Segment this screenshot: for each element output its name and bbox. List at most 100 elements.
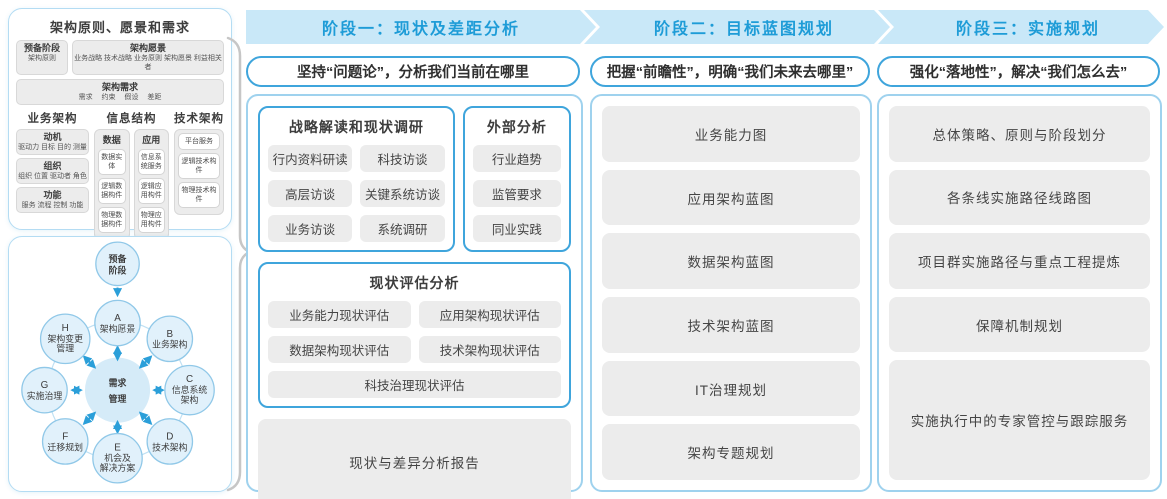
- svg-text:实施治理: 实施治理: [27, 390, 63, 401]
- research-item: 高层访谈: [268, 180, 353, 207]
- platform-service-box: 平台服务: [178, 133, 220, 150]
- svg-text:管理: 管理: [56, 343, 74, 354]
- logical-tech-box: 逻辑技术构件: [178, 153, 220, 179]
- framework-panel: 架构原则、愿景和需求 预备阶段 架构原则 架构愿景 业务战略 技术战略 业务原则…: [8, 8, 232, 281]
- physical-tech-box: 物理技术构件: [178, 182, 220, 208]
- research-item: 业务访谈: [268, 215, 353, 242]
- strategy-research-title: 战略解读和现状调研: [288, 119, 424, 135]
- svg-text:C: C: [186, 374, 193, 385]
- framework-middle-section: 业务架构 动机 驱动力 目标 目的 测量 组织 组织 位置 驱动者 角色 功能 …: [16, 109, 224, 240]
- phase3-item: 保障机制规划: [889, 296, 1150, 353]
- tech-group: 平台服务 逻辑技术构件 物理技术构件: [174, 129, 224, 215]
- adm-cycle-panel: 预备 阶段 需求 管理: [8, 236, 232, 492]
- svg-text:架构变更: 架构变更: [48, 333, 84, 344]
- technical-architecture-header: 技术架构: [174, 113, 224, 125]
- research-item: 行内资料研读: [268, 145, 353, 172]
- phase3-item: 各条线实施路径线路图: [889, 169, 1150, 226]
- adm-node-g: G 实施治理: [21, 366, 68, 414]
- svg-text:F: F: [62, 431, 68, 442]
- info-system-service-box: 信息系统服务: [137, 149, 165, 175]
- svg-text:需求: 需求: [109, 377, 127, 388]
- business-architecture-header: 业务架构: [27, 113, 78, 125]
- strategy-research-box: 战略解读和现状调研 行内资料研读 科技访谈 高层访谈 关键系统访谈 业务访谈 系…: [258, 106, 455, 252]
- svg-text:业务架构: 业务架构: [152, 339, 188, 350]
- prep-phase-title: 预备阶段: [23, 43, 60, 53]
- phase2-item: 技术架构蓝图: [602, 297, 860, 353]
- adm-center-node: 需求 管理: [84, 357, 151, 423]
- assessment-item: 数据架构现状评估: [268, 336, 411, 363]
- phase3-item: 总体策略、原则与阶段划分: [889, 106, 1150, 162]
- adm-cycle-svg: 预备 阶段 需求 管理: [21, 241, 215, 484]
- svg-text:阶段: 阶段: [109, 265, 127, 276]
- external-item: 监管要求: [472, 180, 561, 207]
- function-box: 功能 服务 流程 控制 功能: [16, 187, 89, 213]
- phase2-banner-label: 阶段二：目标蓝图规划: [653, 21, 834, 38]
- svg-text:D: D: [166, 431, 173, 442]
- research-item: 系统调研: [360, 215, 445, 242]
- organization-box: 组织 组织 位置 驱动者 角色: [16, 158, 89, 184]
- physical-app-box: 物理应用构件: [137, 207, 165, 233]
- prep-phase-box: 预备阶段 架构原则: [16, 40, 68, 75]
- assessment-item: 业务能力现状评估: [268, 301, 411, 328]
- adm-node-a: A 架构愿景: [94, 299, 141, 347]
- adm-prep-node: 预备 阶段: [95, 241, 140, 287]
- external-item: 同业实践: [472, 215, 561, 242]
- svg-text:信息系统: 信息系统: [172, 384, 208, 395]
- architecture-requirements-title: 架构需求: [101, 82, 138, 92]
- architecture-requirements-box: 架构需求 需求 约束 假设 差距: [16, 79, 224, 105]
- adm-node-f: F 迁移规划: [41, 418, 89, 465]
- adm-node-d: D 技术架构: [146, 418, 194, 465]
- assessment-box: 现状评估分析 业务能力现状评估 应用架构现状评估 数据架构现状评估 技术架构现状…: [258, 262, 571, 408]
- external-analysis-box: 外部分析 行业趋势 监管要求 同业实践: [462, 106, 571, 252]
- framework-title: 架构原则、愿景和需求: [49, 20, 190, 35]
- information-structure-column: 信息结构 数据 数据实体 逻辑数据构件 物理数据构件 应用 信息系统服务 逻辑应…: [94, 109, 169, 240]
- adm-node-e: E 机会及 解决方案: [92, 432, 143, 484]
- external-item: 行业趋势: [472, 145, 561, 172]
- svg-text:E: E: [114, 442, 121, 453]
- svg-text:A: A: [114, 313, 121, 324]
- svg-text:机会及: 机会及: [104, 452, 131, 463]
- phase2-content: 业务能力图 应用架构蓝图 数据架构蓝图 技术架构蓝图 IT治理规划 架构专题规划: [590, 94, 872, 492]
- architecture-vision-box: 架构愿景 业务战略 技术战略 业务原则 架构愿景 利益相关者: [72, 40, 224, 75]
- application-group: 应用 信息系统服务 逻辑应用构件 物理应用构件: [133, 129, 169, 240]
- phase3-subtitle: 强化“落地性”，解决“我们怎么去”: [877, 56, 1160, 87]
- business-architecture-column: 业务架构 动机 驱动力 目标 目的 测量 组织 组织 位置 驱动者 角色 功能 …: [16, 109, 89, 240]
- phase3-item: 项目群实施路径与重点工程提炼: [889, 233, 1150, 289]
- phase3-content: 总体策略、原则与阶段划分 各条线实施路径线路图 项目群实施路径与重点工程提炼 保…: [877, 94, 1162, 492]
- svg-text:管理: 管理: [109, 393, 127, 404]
- information-structure-header: 信息结构: [106, 113, 157, 125]
- svg-text:解决方案: 解决方案: [100, 462, 136, 473]
- phase2-item: 业务能力图: [602, 106, 860, 162]
- double-arrow-icon: [82, 355, 97, 369]
- motivation-box: 动机 驱动力 目标 目的 测量: [16, 129, 89, 155]
- svg-text:B: B: [167, 329, 174, 340]
- assessment-title: 现状评估分析: [369, 275, 460, 291]
- phase2-item: 架构专题规划: [602, 424, 860, 481]
- assessment-item-full: 科技治理现状评估: [268, 371, 561, 398]
- svg-text:预备: 预备: [109, 253, 127, 264]
- double-arrow-icon: [138, 411, 153, 425]
- double-arrow-icon: [138, 355, 153, 369]
- research-item: 科技访谈: [360, 145, 445, 172]
- framework-row-top: 预备阶段 架构原则 架构愿景 业务战略 技术战略 业务原则 架构愿景 利益相关者: [16, 40, 224, 75]
- logical-data-box: 逻辑数据构件: [98, 178, 126, 204]
- architecture-vision-sub: 业务战略 技术战略 业务原则 架构愿景 利益相关者: [74, 55, 222, 71]
- phase1-banner-label: 阶段一：现状及差距分析: [321, 21, 520, 38]
- assessment-item: 应用架构现状评估: [418, 301, 561, 328]
- data-group: 数据 数据实体 逻辑数据构件 物理数据构件: [94, 129, 130, 240]
- data-entity-box: 数据实体: [98, 149, 126, 175]
- phase2-item: 应用架构蓝图: [602, 169, 860, 226]
- svg-text:架构愿景: 架构愿景: [100, 323, 136, 334]
- phase1-content: 战略解读和现状调研 行内资料研读 科技访谈 高层访谈 关键系统访谈 业务访谈 系…: [246, 94, 583, 499]
- adm-node-c: C 信息系统 架构: [164, 364, 215, 416]
- phase1-banner: 阶段一：现状及差距分析: [246, 10, 596, 44]
- research-item: 关键系统访谈: [360, 180, 445, 207]
- svg-text:G: G: [41, 380, 49, 391]
- technical-architecture-column: 技术架构 平台服务 逻辑技术构件 物理技术构件: [174, 109, 224, 240]
- svg-text:H: H: [62, 323, 69, 334]
- phase2-item: 数据架构蓝图: [602, 233, 860, 290]
- svg-text:迁移规划: 迁移规划: [48, 441, 84, 452]
- double-arrow-icon: [82, 411, 97, 425]
- adm-node-b: B 业务架构: [146, 315, 194, 363]
